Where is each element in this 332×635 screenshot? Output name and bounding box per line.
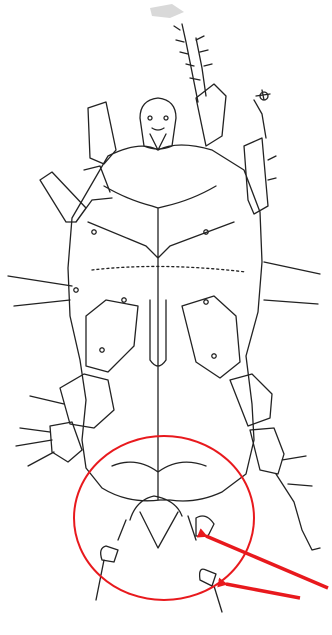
posterior-genital-region bbox=[96, 462, 222, 612]
arrow-lower bbox=[226, 584, 300, 598]
idiosoma-body bbox=[68, 145, 262, 501]
arrow-upper bbox=[206, 536, 328, 588]
right-outer-leg bbox=[244, 90, 276, 214]
right-front-leg bbox=[174, 24, 226, 146]
gnathosoma bbox=[140, 98, 176, 150]
highlight-circle bbox=[74, 436, 254, 600]
scan-smudge bbox=[150, 4, 184, 18]
left-hind-legs bbox=[16, 300, 138, 466]
right-hind-legs bbox=[182, 262, 320, 550]
